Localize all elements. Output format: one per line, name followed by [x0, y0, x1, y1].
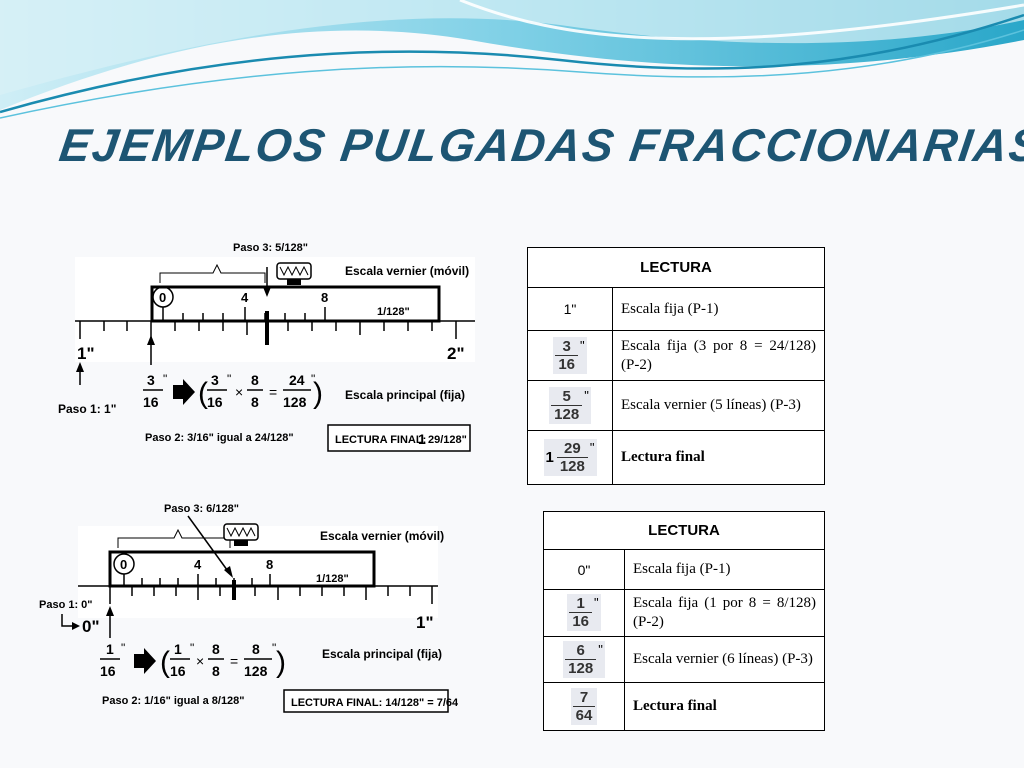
svg-text:": "	[190, 641, 194, 655]
main-scale-right: 1"	[416, 613, 434, 632]
vernier-diagram-2: Paso 3: 6/128" Escala vernier (móvil) 0 …	[38, 498, 463, 720]
table-header: LECTURA	[543, 511, 825, 550]
paso3-label: Paso 3: 6/128"	[164, 503, 239, 515]
svg-text:8: 8	[266, 557, 273, 572]
vernier-knob-icon	[223, 523, 259, 546]
vernier-mark-0: 0	[159, 290, 166, 305]
vernier-ticks	[123, 574, 271, 586]
svg-text:×: ×	[196, 653, 204, 669]
svg-text:128: 128	[283, 394, 307, 410]
svg-text:": "	[311, 372, 315, 386]
svg-text:0: 0	[120, 557, 127, 572]
svg-text:": "	[272, 641, 276, 655]
main-scale-right: 2"	[447, 344, 465, 363]
final-reading-label: LECTURA FINAL: 14/128" = 7/64"	[291, 697, 458, 709]
svg-text:8: 8	[212, 663, 220, 679]
table-row: 0" Escala fija (P-1)	[543, 549, 825, 590]
page-title: EJEMPLOS PULGADAS FRACCIONARIAS	[56, 119, 1024, 171]
table-row: 1" Escala fija (P-1)	[527, 287, 825, 331]
svg-text:1: 1	[174, 641, 182, 657]
arrow-right-icon	[134, 648, 156, 674]
svg-text:3: 3	[147, 372, 155, 388]
vernier-mark-8: 8	[321, 290, 328, 305]
svg-text:16: 16	[143, 394, 159, 410]
svg-text:": "	[121, 641, 125, 655]
main-scale-left: 1"	[77, 344, 95, 363]
final-reading-whole: 1	[418, 431, 426, 447]
svg-text:8: 8	[251, 372, 259, 388]
svg-text:16: 16	[100, 663, 116, 679]
svg-text:1/128": 1/128"	[316, 573, 349, 585]
vernier-knob-icon	[276, 262, 312, 285]
svg-text:8: 8	[212, 641, 220, 657]
main-scale-ticks	[79, 321, 457, 339]
svg-text:128: 128	[244, 663, 268, 679]
main-scale-ticks	[109, 586, 433, 604]
paso2-label: Paso 2: 1/16" igual a 8/128"	[102, 695, 245, 707]
vernier-unit: 1/128"	[377, 306, 410, 318]
final-reading-box	[283, 689, 449, 713]
header-wave-decoration	[0, 0, 1024, 119]
vernier-diagram-1: Paso 3: 5/128" Escala vernier (móvil) 0 …	[55, 235, 485, 460]
main-scale-left: 0"	[82, 617, 100, 636]
svg-text:): )	[276, 646, 286, 679]
arrow-up-icon	[147, 335, 155, 345]
svg-text:4: 4	[194, 557, 202, 572]
arrow-up-icon-2	[76, 362, 84, 372]
paso2-label: Paso 2: 3/16" igual a 24/128"	[145, 432, 294, 444]
vernier-label: Escala vernier (móvil)	[320, 529, 444, 543]
main-scale-label: Escala principal (fija)	[345, 388, 465, 402]
paso1-label: Paso 1: 1"	[58, 402, 116, 416]
svg-text:": "	[163, 372, 167, 386]
svg-text:8: 8	[251, 394, 259, 410]
svg-text:(: (	[160, 646, 170, 679]
svg-text:24: 24	[289, 372, 305, 388]
main-scale-label: Escala principal (fija)	[322, 647, 442, 661]
arrow-diagonal-icon	[224, 566, 233, 578]
svg-text:=: =	[230, 653, 238, 669]
svg-text:(: (	[198, 377, 208, 410]
vernier-label: Escala vernier (móvil)	[345, 264, 469, 278]
svg-text:1: 1	[106, 641, 114, 657]
arrow-right-small-icon	[72, 622, 80, 630]
paso1-label: Paso 1: 0"	[39, 599, 93, 611]
svg-text:16: 16	[170, 663, 186, 679]
bracket-icon	[159, 263, 266, 283]
final-reading-fraction: 29/128"	[428, 434, 467, 446]
vernier-mark-4: 4	[241, 290, 249, 305]
arrow-right-icon	[173, 379, 195, 405]
svg-text:=: =	[269, 384, 277, 400]
final-reading-label: LECTURA FINAL:	[335, 434, 426, 446]
arrow-down-icon	[263, 287, 271, 297]
svg-text:×: ×	[235, 384, 243, 400]
svg-text:): )	[313, 377, 323, 410]
svg-text:": "	[227, 372, 231, 386]
svg-text:3: 3	[211, 372, 219, 388]
arrow-up-icon	[106, 606, 114, 616]
svg-text:8: 8	[252, 641, 260, 657]
svg-text:16: 16	[207, 394, 223, 410]
paso3-label: Paso 3: 5/128"	[233, 242, 308, 254]
final-reading-box	[327, 424, 471, 452]
table-header: LECTURA	[527, 247, 825, 288]
